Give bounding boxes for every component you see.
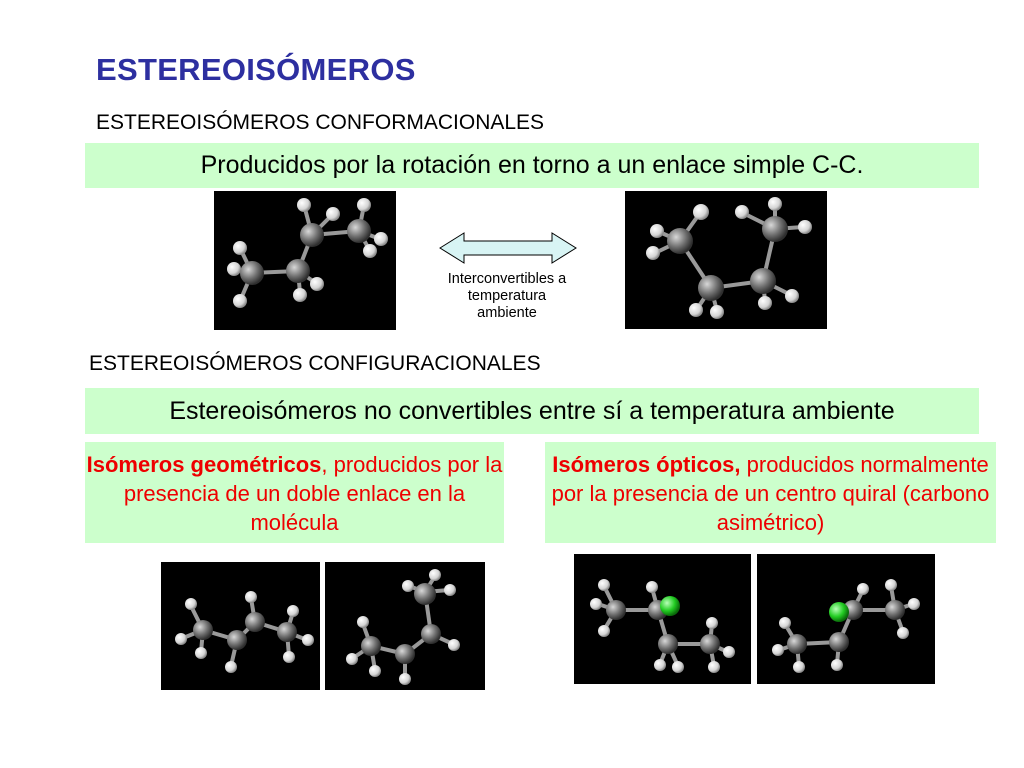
molecule-conformer-1-model — [227, 198, 388, 308]
interconversion-caption-line: ambiente — [477, 305, 537, 321]
molecule-conformer-2-model — [646, 197, 812, 319]
molecule-enantiomer-1 — [574, 554, 751, 684]
molecule-cis-isomer — [325, 562, 485, 690]
chlorine-atom — [660, 596, 680, 616]
molecule-enantiomer-2-model — [772, 579, 920, 673]
conformational-heading: ESTEREOISÓMEROS CONFORMACIONALES — [96, 111, 545, 134]
configurational-description: Estereoisómeros no convertibles entre sí… — [169, 396, 895, 425]
geometric-isomers-text: , producidos por la presencia de un dobl… — [123, 452, 503, 535]
optical-isomers-text: producidos normalmente por la presencia … — [551, 452, 990, 535]
interconversion-double-arrow — [438, 231, 578, 265]
page-title: ESTEREOISÓMEROS — [96, 52, 416, 87]
molecule-cis-isomer-model — [346, 569, 460, 685]
configurational-heading: ESTEREOISÓMEROS CONFIGURACIONALES — [89, 352, 541, 375]
geometric-isomers-box: Isómeros geométricos, producidos por la … — [85, 442, 504, 543]
chlorine-atom — [829, 602, 849, 622]
molecule-enantiomer-1-model — [590, 579, 735, 673]
molecule-enantiomer-2 — [757, 554, 935, 684]
optical-isomers-box: Isómeros ópticos, producidos normalmente… — [545, 442, 996, 543]
molecule-trans-isomer — [161, 562, 320, 690]
geometric-isomers-label: Isómeros geométricos — [86, 452, 322, 477]
molecule-conformer-2 — [625, 191, 827, 329]
conformational-description-box: Producidos por la rotación en torno a un… — [85, 143, 979, 188]
molecule-trans-isomer-model — [175, 591, 314, 673]
conformational-description: Producidos por la rotación en torno a un… — [200, 151, 864, 179]
interconversion-caption: Interconvertibles a temperatura ambiente — [424, 271, 590, 322]
interconversion-caption-line: Interconvertibles a — [447, 271, 567, 287]
configurational-description-box: Estereoisómeros no convertibles entre sí… — [85, 388, 979, 434]
optical-isomers-label: Isómeros ópticos, — [552, 452, 741, 477]
interconversion-caption-line: temperatura — [467, 288, 547, 304]
molecule-conformer-1 — [214, 191, 396, 330]
